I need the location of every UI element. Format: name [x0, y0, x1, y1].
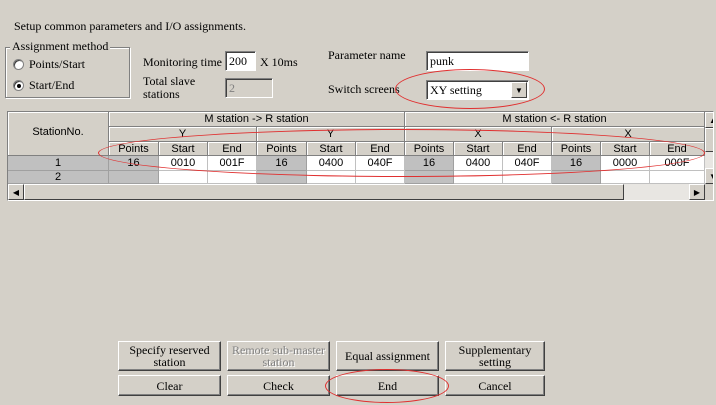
table-cell[interactable]: 001F [208, 156, 257, 171]
chevron-down-icon[interactable]: ▼ [511, 82, 527, 98]
subheader-x1: X [405, 127, 552, 142]
scroll-left-icon[interactable]: ◀ [8, 184, 24, 200]
radio-points-start-label[interactable]: Points/Start [29, 57, 86, 71]
monitoring-time-input[interactable]: 200 [225, 51, 256, 71]
radio-start-end[interactable] [13, 80, 24, 91]
col-header-end: End [650, 142, 705, 156]
table-cell[interactable] [552, 171, 601, 184]
col-header-start: Start [159, 142, 208, 156]
vertical-scroll-thumb[interactable] [705, 128, 713, 152]
col-header-points: Points [552, 142, 601, 156]
table-cell[interactable] [454, 171, 503, 184]
station-header: StationNo. [8, 112, 109, 156]
parameter-name-label: Parameter name [328, 48, 406, 62]
table-cell[interactable] [159, 171, 208, 184]
clear-button[interactable]: Clear [118, 375, 221, 396]
scroll-right-icon[interactable]: ▶ [689, 184, 705, 200]
total-slave-label: Total slave stations [143, 75, 195, 101]
end-button[interactable]: End [336, 375, 439, 396]
total-slave-input[interactable]: 2 [225, 78, 273, 98]
table-cell[interactable] [405, 171, 454, 184]
table-cell[interactable]: 16 [257, 156, 307, 171]
table-cell[interactable]: 040F [356, 156, 405, 171]
table-cell[interactable] [109, 171, 159, 184]
total-slave-label-line1: Total slave [143, 74, 196, 88]
table-cell[interactable] [503, 171, 552, 184]
table-cell[interactable] [257, 171, 307, 184]
supplementary-label-2: setting [479, 355, 511, 369]
scroll-up-icon[interactable]: ▲ [705, 112, 713, 128]
table-cell[interactable]: 16 [109, 156, 159, 171]
supplementary-label-1: Supplementary [458, 343, 532, 357]
table-cell[interactable] [307, 171, 356, 184]
col-header-points: Points [109, 142, 159, 156]
table-cell[interactable]: 0400 [307, 156, 356, 171]
horizontal-scroll-thumb[interactable] [24, 184, 624, 200]
col-header-start: Start [454, 142, 503, 156]
subheader-y1: Y [109, 127, 257, 142]
switch-screens-dropdown[interactable]: XY setting ▼ [426, 80, 529, 100]
station-grid[interactable]: StationNo. M station -> R station M stat… [7, 111, 714, 201]
table-cell[interactable] [601, 171, 650, 184]
switch-screens-value[interactable]: XY setting [426, 80, 529, 100]
specify-reserved-label-2: station [153, 355, 186, 369]
scroll-corner [705, 184, 713, 200]
group-header-m-to-r: M station -> R station [109, 112, 405, 127]
assignment-method-title: Assignment method [10, 39, 111, 54]
switch-screens-label: Switch screens [328, 82, 400, 96]
table-cell[interactable]: 000F [650, 156, 705, 171]
specify-reserved-label-1: Specify reserved [129, 343, 210, 357]
instruction-text: Setup common parameters and I/O assignme… [14, 19, 246, 33]
monitoring-time-label: Monitoring time [143, 55, 222, 69]
station-cell[interactable]: 1 [8, 156, 109, 171]
col-header-end: End [503, 142, 552, 156]
station-cell[interactable]: 2 [8, 171, 109, 184]
table-cell[interactable] [208, 171, 257, 184]
vertical-scrollbar[interactable]: ▲ ▼ [705, 112, 713, 184]
scroll-down-icon[interactable]: ▼ [705, 168, 713, 184]
check-button[interactable]: Check [227, 375, 330, 396]
remote-sub-master-label-1: Remote sub-master [232, 343, 325, 357]
table-cell[interactable] [356, 171, 405, 184]
col-header-start: Start [601, 142, 650, 156]
subheader-x2: X [552, 127, 705, 142]
remote-sub-master-label-2: station [262, 355, 295, 369]
col-header-end: End [208, 142, 257, 156]
col-header-points: Points [405, 142, 454, 156]
table-cell[interactable]: 040F [503, 156, 552, 171]
radio-points-start[interactable] [13, 59, 24, 70]
col-header-end: End [356, 142, 405, 156]
table-cell[interactable]: 16 [405, 156, 454, 171]
col-header-start: Start [307, 142, 356, 156]
table-cell[interactable]: 0400 [454, 156, 503, 171]
radio-start-end-label[interactable]: Start/End [29, 78, 75, 92]
group-header-r-to-m: M station <- R station [405, 112, 705, 127]
table-cell[interactable]: 0010 [159, 156, 208, 171]
col-header-points: Points [257, 142, 307, 156]
cancel-button[interactable]: Cancel [445, 375, 545, 396]
horizontal-scrollbar[interactable]: ◀ ▶ [8, 184, 705, 200]
table-cell[interactable]: 0000 [601, 156, 650, 171]
table-cell[interactable]: 16 [552, 156, 601, 171]
parameter-name-input[interactable]: punk [426, 51, 529, 71]
monitoring-time-unit: X 10ms [260, 55, 298, 69]
equal-assignment-button[interactable]: Equal assignment [336, 341, 439, 371]
table-cell[interactable] [650, 171, 705, 184]
total-slave-label-line2: stations [143, 87, 180, 101]
subheader-y2: Y [257, 127, 405, 142]
